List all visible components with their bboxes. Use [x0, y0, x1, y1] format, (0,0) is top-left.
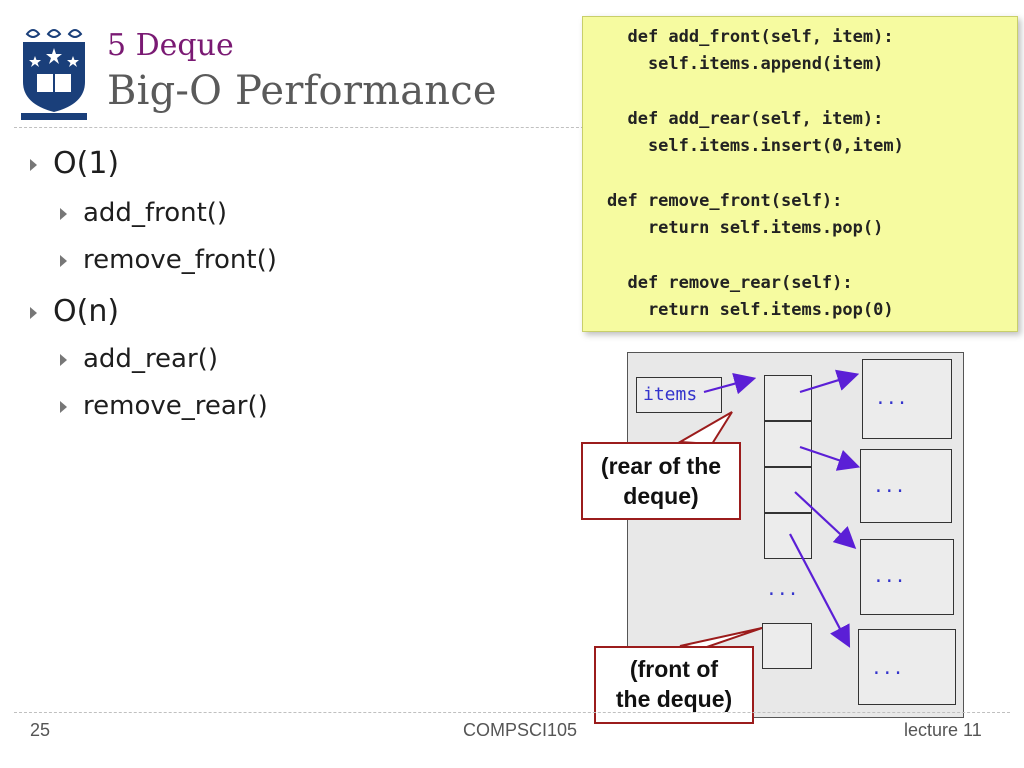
slide-title: Big-O Performance	[107, 68, 497, 114]
bullet-add-rear: add_rear()	[60, 344, 218, 374]
items-variable: items	[636, 377, 722, 413]
title-divider	[14, 127, 594, 128]
bullet-label: add_rear()	[83, 344, 218, 374]
bullet-label: add_front()	[83, 198, 228, 228]
code-line: def add_rear(self, item):	[607, 109, 884, 129]
page-number: 25	[30, 720, 51, 740]
object-box: ...	[860, 449, 952, 523]
bullet-label: O(n)	[53, 294, 120, 329]
list-ellipsis: ...	[766, 579, 799, 600]
bullet-arrow-icon	[60, 254, 67, 267]
bullet-label: remove_front()	[83, 245, 277, 275]
callout-line: deque)	[623, 483, 699, 509]
bullet-on: O(n)	[30, 294, 119, 329]
university-crest-icon	[17, 24, 91, 120]
course-code: COMPSCI105	[463, 720, 578, 740]
bullet-arrow-icon	[60, 400, 67, 413]
callout-line: (front of	[629, 656, 719, 682]
bullet-add-front: add_front()	[60, 198, 227, 228]
list-cell	[764, 421, 812, 467]
bullet-remove-rear: remove_rear()	[60, 391, 268, 421]
code-line: def remove_rear(self):	[607, 273, 853, 293]
arrow-items-to-list	[703, 372, 757, 395]
code-line: self.items.append(item)	[607, 54, 884, 74]
code-line: return self.items.pop()	[607, 218, 884, 238]
bullet-o1: O(1)	[30, 146, 119, 181]
object-box: ...	[858, 629, 956, 705]
bullet-label: remove_rear()	[83, 391, 268, 421]
code-line: self.items.insert(0,item)	[607, 136, 904, 156]
section-title: 5 Deque	[107, 28, 234, 63]
arrow-cell-2	[799, 445, 861, 471]
callout-line: (rear of the	[600, 453, 722, 479]
lecture-label: lecture 11	[904, 720, 982, 740]
object-box: ...	[860, 539, 954, 615]
bullet-arrow-icon	[30, 306, 37, 319]
object-ellipsis: ...	[873, 566, 906, 587]
code-snippet: def add_front(self, item): self.items.ap…	[582, 16, 1018, 332]
callout-rear-of-deque: (rear of the deque)	[581, 442, 741, 520]
bullet-arrow-icon	[60, 207, 67, 220]
bullet-arrow-icon	[60, 353, 67, 366]
footer-divider	[14, 712, 1010, 713]
arrow-cell-3	[794, 491, 857, 549]
object-box: ...	[862, 359, 952, 439]
code-line: return self.items.pop(0)	[607, 300, 894, 320]
object-ellipsis: ...	[873, 476, 906, 497]
list-cell	[764, 513, 812, 559]
list-cell	[764, 375, 812, 421]
bullet-arrow-icon	[30, 158, 37, 171]
bullet-remove-front: remove_front()	[60, 245, 277, 275]
list-cell	[764, 467, 812, 513]
arrow-cell-1	[799, 369, 860, 394]
callout-line: the deque)	[615, 686, 733, 712]
code-line: def add_front(self, item):	[607, 27, 894, 47]
list-cell-last	[762, 623, 812, 669]
code-line: def remove_front(self):	[607, 191, 843, 211]
object-ellipsis: ...	[875, 388, 908, 409]
bullet-label: O(1)	[53, 146, 120, 181]
arrow-cell-4	[789, 533, 851, 648]
object-ellipsis: ...	[871, 658, 904, 679]
callout-front-of-deque: (front of the deque)	[594, 646, 754, 724]
